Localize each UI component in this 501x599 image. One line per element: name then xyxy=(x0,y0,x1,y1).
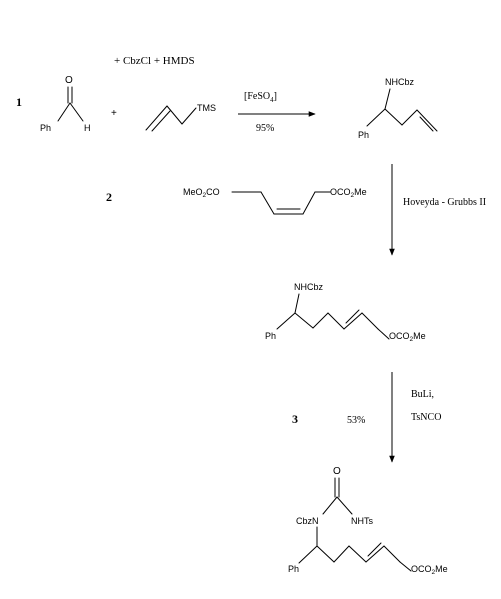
step-1-reagents: + CbzCl + HMDS xyxy=(114,55,195,67)
butene-dicarbonate-structure: MeO2CO OCO2Me xyxy=(183,187,367,215)
plus-sign: + xyxy=(111,108,117,119)
aldehyde-ph-label: Ph xyxy=(40,123,51,133)
step-2-catalyst: Hoveyda - Grubbs II xyxy=(403,197,486,208)
step-1-yield: 95% xyxy=(256,123,274,134)
product-3-structure: O CbzN NHTs Ph OCO2Me xyxy=(288,466,448,576)
product-3-ph-label: Ph xyxy=(288,564,299,574)
product-2-ph-label: Ph xyxy=(265,331,276,341)
reagent-left-ester-label: MeO2CO xyxy=(183,187,220,199)
product-1-ph-label: Ph xyxy=(358,130,369,140)
product-3-ester-label: OCO2Me xyxy=(411,564,448,576)
product-3-oxygen-label: O xyxy=(333,466,341,477)
step-1-catalyst: [FeSO4] xyxy=(244,91,277,104)
product-2-ester-label: OCO2Me xyxy=(389,331,426,343)
step-1-number: 1 xyxy=(16,95,22,109)
step-3-number: 3 xyxy=(292,412,298,426)
reagent-right-ester-label: OCO2Me xyxy=(330,187,367,199)
aldehyde-h-label: H xyxy=(84,123,91,133)
tms-label: TMS xyxy=(197,103,216,113)
step-2-number: 2 xyxy=(106,190,112,204)
product-2-structure: NHCbz Ph OCO2Me xyxy=(265,282,426,343)
product-3-cbzn-label: CbzN xyxy=(296,516,319,526)
benzaldehyde-structure: O Ph H xyxy=(40,75,91,133)
product-1-structure: NHCbz Ph xyxy=(358,77,438,140)
product-3-nhts-label: NHTs xyxy=(351,516,373,526)
product-1-nhcbz-label: NHCbz xyxy=(385,77,415,87)
product-2-nhcbz-label: NHCbz xyxy=(294,282,324,292)
aldehyde-oxygen-label: O xyxy=(65,75,73,86)
step-3-reagent-line-2: TsNCO xyxy=(411,412,441,423)
allylsilane-structure: TMS xyxy=(145,103,216,132)
step-3-yield: 53% xyxy=(347,415,365,426)
step-3-reagent-line-1: BuLi, xyxy=(411,389,434,400)
